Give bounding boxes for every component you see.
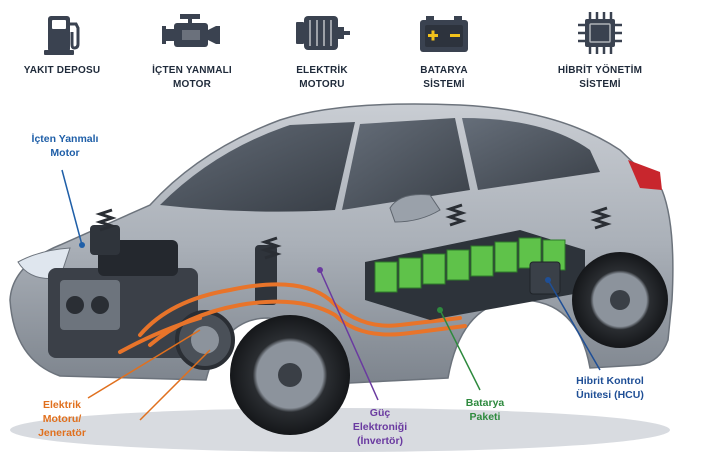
callout-combustion-engine: İçten Yanmalı Motor: [10, 132, 120, 160]
callout-battery-pack: Batarya Paketi: [445, 396, 525, 424]
callout-electric-motor-generator: Elektrik Motoru/ Jeneratör: [22, 398, 102, 440]
callout-hybrid-control-unit: Hibrit Kontrol Ünitesi (HCU): [555, 374, 665, 402]
callout-power-electronics: Güç Elektroniği (İnvertör): [335, 406, 425, 448]
